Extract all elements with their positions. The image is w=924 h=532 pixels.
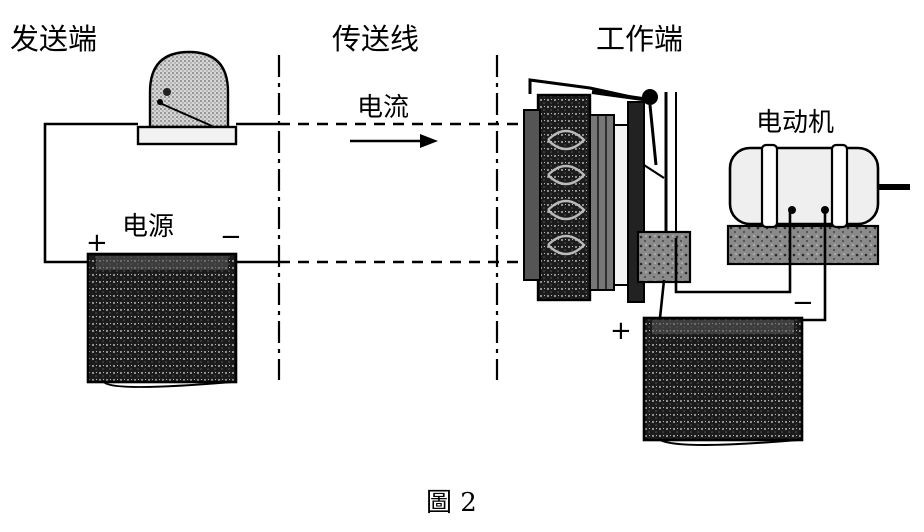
current-label: 电流	[357, 93, 410, 123]
worker-label: 工作端	[596, 22, 684, 56]
sender-label: 发送端	[10, 22, 98, 56]
arrow-right-icon	[350, 134, 438, 148]
figure-caption: 圖 2	[426, 488, 477, 518]
line-label: 传送线	[332, 22, 420, 56]
motor-icon	[726, 143, 910, 266]
battery-right-minus-sign: −	[792, 288, 814, 318]
motor-wire-minus	[802, 212, 827, 322]
battery-right-plus-sign: +	[610, 316, 632, 346]
sender-wire-top	[43, 122, 138, 264]
battery-left-minus-sign: −	[220, 222, 242, 252]
battery-left-plus-sign: +	[86, 228, 108, 258]
battery-icon	[86, 252, 238, 388]
relay-icon	[523, 78, 692, 303]
motor-label: 电动机	[756, 108, 835, 138]
power-source-label: 电源	[122, 212, 175, 242]
battery-icon	[642, 316, 804, 446]
motor-wire-relay	[674, 212, 792, 294]
motor-wire-plus	[658, 279, 666, 319]
lamp-icon	[136, 50, 238, 146]
